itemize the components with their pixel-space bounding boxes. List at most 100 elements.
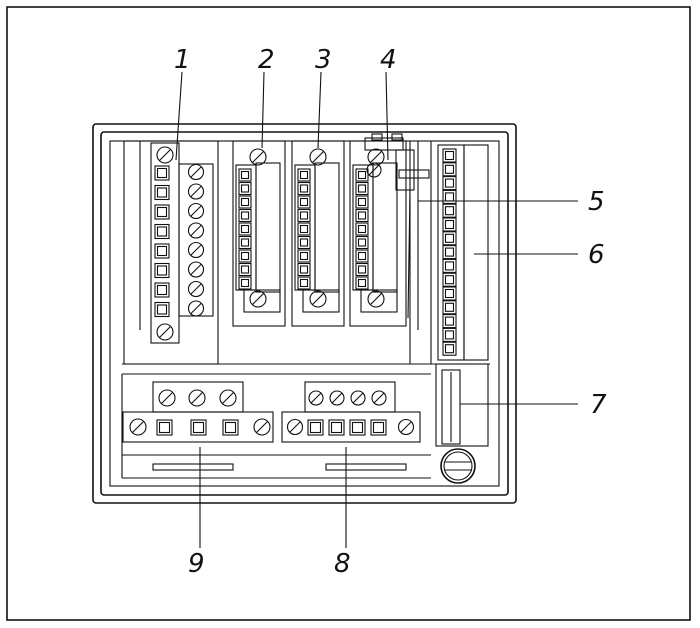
terminal-socket-inner [156,206,168,218]
terminal-socket [355,168,369,182]
terminal-socket [156,419,173,436]
screw-icon [187,183,205,200]
terminal-socket-inner [156,245,168,257]
screw-icon [309,290,327,308]
terminal-socket [297,208,311,223]
plug-strip-housing [255,162,281,293]
terminal-socket [154,165,170,181]
screw-slot [132,421,144,433]
terminal-socket-inner [444,219,455,230]
terminal-socket [355,195,369,209]
plug-strip-foot [302,289,340,313]
terminal-socket-inner [444,192,455,202]
terminal-socket-inner [299,211,309,220]
terminal-socket [297,195,311,209]
terminal-socket [238,208,252,223]
screw-icon [156,146,174,164]
terminal-socket-inner [444,247,455,257]
screw-icon [187,163,205,181]
screw-slot [370,151,382,163]
terminal-socket [154,301,170,318]
block-9-body [122,411,274,443]
screw-slot [373,392,385,404]
screw-slot [190,302,202,315]
terminal-socket-inner [156,265,168,276]
terminal-socket [442,176,457,191]
terminal-socket-inner [240,211,250,220]
screw-slot [310,392,322,404]
terminal-socket [238,195,252,209]
terminal-socket [238,222,252,236]
callout-3: 3 [315,45,332,75]
terminal-socket [355,235,369,250]
plug-strip-housing [372,162,398,293]
page-border [6,6,691,621]
terminal-socket-inner [444,330,455,340]
compartment-1 [123,140,219,365]
screw-slot [190,263,202,276]
terminal-socket [238,235,252,250]
screw-icon [329,390,345,406]
terminal-socket-inner [444,233,455,243]
terminal-socket-inner [357,224,367,234]
terminal-socket [154,223,170,240]
terminal-socket [442,341,457,356]
terminal-socket [442,258,457,273]
callout-4: 4 [380,45,397,75]
terminal-socket [190,419,207,436]
strip-6-side [463,144,489,361]
lower-compartment [121,373,431,479]
terminal-socket [442,286,457,301]
terminal-socket [442,162,457,177]
screw-slot [370,293,382,305]
block-8-top [304,381,396,413]
terminal-socket [370,419,387,436]
terminal-socket [442,203,457,218]
plug-strip-foot [360,289,398,313]
terminal-socket [355,249,369,263]
screw-slot [159,149,171,161]
terminal-socket-inner [444,261,455,271]
terminal-socket-inner [357,211,367,220]
terminal-socket-inner [357,251,367,261]
terminal-socket-inner [156,226,168,237]
screw-slot [190,283,202,295]
housing-inner [100,131,509,496]
terminal-socket [238,249,252,263]
terminal-socket-inner [299,278,309,288]
terminal-socket [297,235,311,250]
relay-component [364,133,430,319]
terminal-socket [238,276,252,290]
terminal-socket [238,168,252,182]
terminal-socket-inner [357,184,367,193]
screw-icon [350,390,366,406]
terminal-socket-inner [351,421,364,434]
screw-icon [309,148,327,166]
terminal-socket-inner [156,187,168,198]
terminal-socket [442,327,457,342]
terminal-socket-inner [240,170,250,180]
screw-slot [252,151,264,163]
screw-icon [249,290,267,308]
screw-icon [371,390,387,406]
terminal-socket-inner [309,421,322,434]
callout-labels: 1 2 3 4 5 6 7 8 9 [174,45,607,579]
terminal-socket [154,262,170,279]
upper-compartments [122,140,490,365]
terminal-socket-inner [240,265,250,274]
screw-slot [312,151,324,163]
terminal-socket [355,181,369,196]
screw-icon [219,389,237,407]
screw-icon [366,162,382,178]
callout-1: 1 [174,45,191,75]
housing-outer [92,123,517,504]
screw-slot [289,421,301,433]
screw-icon [253,418,271,436]
terminal-socket-inner [444,164,455,174]
terminal-socket-inner [299,170,309,180]
terminal-socket [442,300,457,315]
terminal-parts [122,142,489,443]
terminal-socket [238,262,252,277]
terminal-socket-inner [240,251,250,261]
terminal-socket [442,217,457,232]
